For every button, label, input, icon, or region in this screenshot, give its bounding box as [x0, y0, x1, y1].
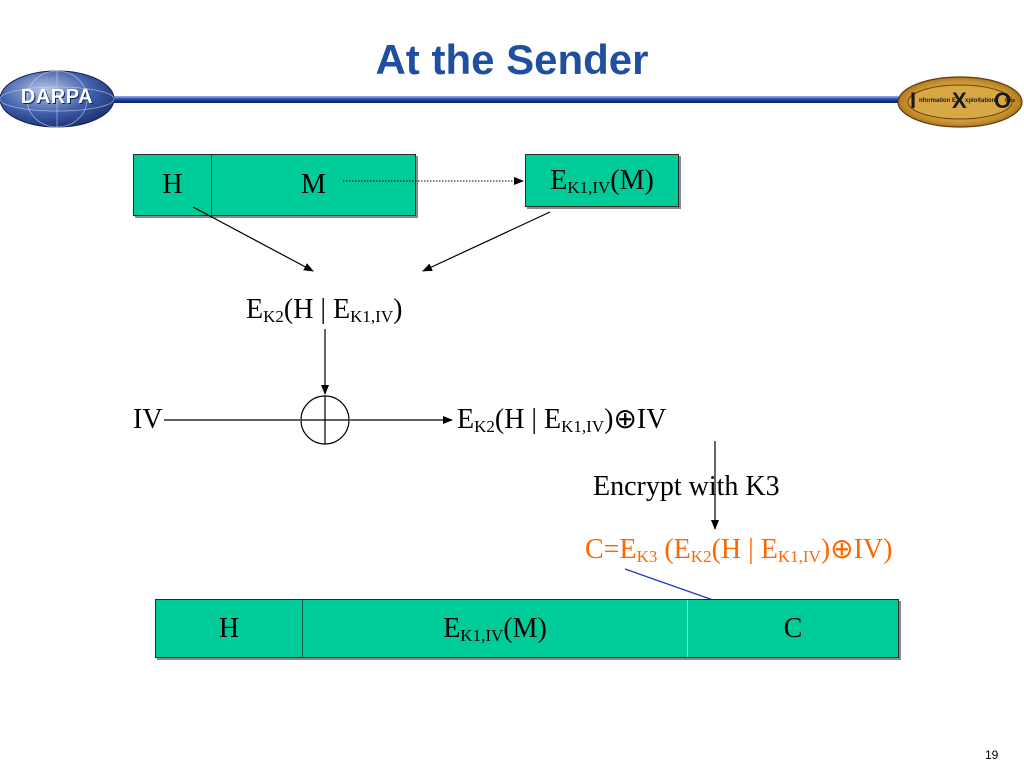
- c-p4: )⊕IV): [820, 534, 893, 565]
- ek1-to-inner-arrow: [422, 211, 551, 272]
- ixo-word-information: nformation E: [919, 98, 956, 104]
- packet-e: E: [443, 612, 461, 644]
- ixo-letter-x: X: [952, 88, 967, 113]
- c-p3: (H | E: [711, 534, 778, 565]
- packet-rest: (M): [503, 612, 547, 644]
- packet-sub: K1,IV: [460, 625, 504, 645]
- header-cell: H: [134, 155, 211, 215]
- ek1-rest: (M): [610, 164, 654, 196]
- ixo-letter-o: O: [994, 88, 1012, 113]
- inner-e1: E: [246, 294, 264, 325]
- ixo-logo: I X O nformation E xploitation ffice: [897, 76, 1023, 128]
- inner-end: ): [393, 294, 403, 325]
- xor-mid: (H | E: [494, 404, 562, 435]
- encrypted-message-box: EK1,IV(M): [525, 154, 679, 207]
- xor-s2: K1,IV: [561, 417, 605, 436]
- xor-e1: E: [457, 404, 475, 435]
- packet-divider-2: [687, 600, 688, 657]
- c-s1: K3: [636, 547, 658, 566]
- c-p2: (E: [657, 534, 691, 565]
- cell-divider: [211, 155, 212, 215]
- encrypted-message-label: EK1,IV(M): [526, 155, 678, 206]
- page-number: 19: [985, 748, 999, 762]
- xor-symbol: [300, 395, 350, 445]
- ek1-sub: K1,IV: [567, 177, 611, 197]
- ciphertext-expression: C=EK3 (EK2(H | EK1,IV)⊕IV): [585, 534, 893, 566]
- ixo-word-exploitation: xploitation: [965, 98, 996, 104]
- packet-c-cell: C: [688, 600, 898, 657]
- inner-s2: K1,IV: [350, 307, 394, 326]
- header-rule: [108, 96, 908, 103]
- xor-s1: K2: [474, 417, 495, 436]
- message-cell: M: [212, 155, 415, 215]
- darpa-logo-text: DARPA: [20, 86, 94, 108]
- message-cell-label: M: [301, 169, 326, 200]
- encrypt-step-label: Encrypt with K3: [593, 471, 780, 502]
- packet-header-label: H: [218, 612, 240, 644]
- message-box: H M: [133, 154, 416, 216]
- packet-box: H EK1,IV(M) C: [155, 599, 899, 658]
- ek1-e: E: [550, 164, 568, 196]
- slide-title: At the Sender: [375, 36, 649, 83]
- packet-c-label: C: [783, 612, 803, 644]
- h-to-inner-arrow: [192, 206, 314, 272]
- ixo-word-office: ffice: [1005, 98, 1016, 104]
- inner-s1: K2: [263, 307, 284, 326]
- iv-label: IV: [133, 404, 163, 435]
- packet-header-cell: H: [156, 600, 302, 657]
- c-s3: K1,IV: [777, 547, 821, 566]
- xor-output-label: EK2(H | EK1,IV)⊕IV: [457, 404, 667, 436]
- inner-mid: (H | E: [283, 294, 351, 325]
- xor-end: )⊕IV: [604, 404, 667, 435]
- header-decoration: [108, 96, 908, 103]
- inner-encryption-label: EK2(H | EK1,IV): [246, 294, 403, 326]
- c-s2: K2: [690, 547, 712, 566]
- packet-ciphertext-cell: EK1,IV(M): [303, 600, 687, 657]
- darpa-logo: DARPA: [0, 70, 118, 128]
- packet-divider-1: [302, 600, 303, 657]
- header-cell-label: H: [162, 169, 183, 200]
- c-p1: C=E: [585, 534, 637, 565]
- ixo-letter-i: I: [910, 88, 917, 113]
